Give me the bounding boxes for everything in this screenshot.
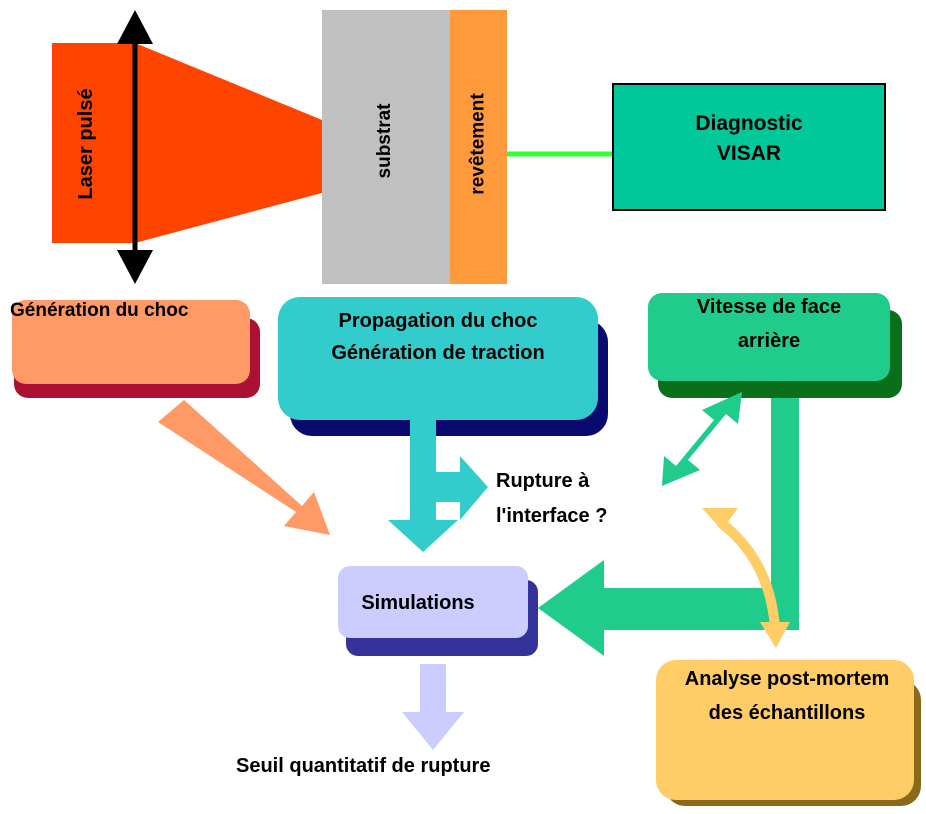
result-label: Seuil quantitatif de rupture bbox=[236, 755, 491, 777]
substrate-label: substrat bbox=[374, 103, 395, 179]
rupture-question-line1: Rupture à bbox=[496, 470, 590, 492]
vitesse-label-line2: arrière bbox=[737, 330, 801, 352]
arrow-sim-to-result bbox=[402, 664, 464, 750]
propagation-box bbox=[278, 297, 598, 420]
arrow-vitesse-rupture bbox=[662, 392, 742, 486]
substrate-block bbox=[322, 10, 450, 284]
arrow-prop-to-sim bbox=[388, 418, 458, 552]
propagation-label-line2: Génération de traction bbox=[331, 342, 545, 364]
analyse-label-line2: des échantillons bbox=[708, 702, 866, 724]
propagation-label-line1: Propagation du choc bbox=[338, 310, 538, 332]
arrow-rupture-analyse-head-top bbox=[702, 508, 738, 530]
laser-arrowhead-bottom bbox=[117, 250, 153, 284]
arrow-rupture-analyse-head-bottom bbox=[760, 622, 790, 648]
arrow-gen-to-sim bbox=[158, 400, 330, 535]
arrow-to-simulations bbox=[538, 560, 799, 656]
visar-label-line2: VISAR bbox=[716, 142, 782, 165]
visar-label-line1: Diagnostic bbox=[695, 112, 803, 135]
vitesse-label-line1: Vitesse de face bbox=[696, 296, 842, 318]
laser-arrowhead-top bbox=[117, 10, 153, 44]
laser-label: Laser pulsé bbox=[75, 88, 97, 200]
rupture-question-line2: l'interface ? bbox=[496, 505, 608, 527]
vitesse-box bbox=[648, 293, 890, 381]
gen-choc-box bbox=[12, 300, 250, 384]
laser-beam bbox=[52, 43, 322, 243]
gen-choc-label: Génération du choc bbox=[10, 300, 189, 321]
simulations-box bbox=[338, 566, 528, 638]
simulations-label: Simulations bbox=[361, 592, 475, 614]
analyse-label-line1: Analyse post-mortem bbox=[684, 668, 890, 690]
arrow-rupture-analyse bbox=[716, 518, 780, 629]
visar-box bbox=[612, 83, 886, 211]
arrow-prop-to-rupture bbox=[434, 456, 488, 520]
coating-block bbox=[450, 10, 507, 284]
coating-label: revêtement bbox=[467, 93, 489, 195]
analyse-box bbox=[656, 660, 914, 800]
